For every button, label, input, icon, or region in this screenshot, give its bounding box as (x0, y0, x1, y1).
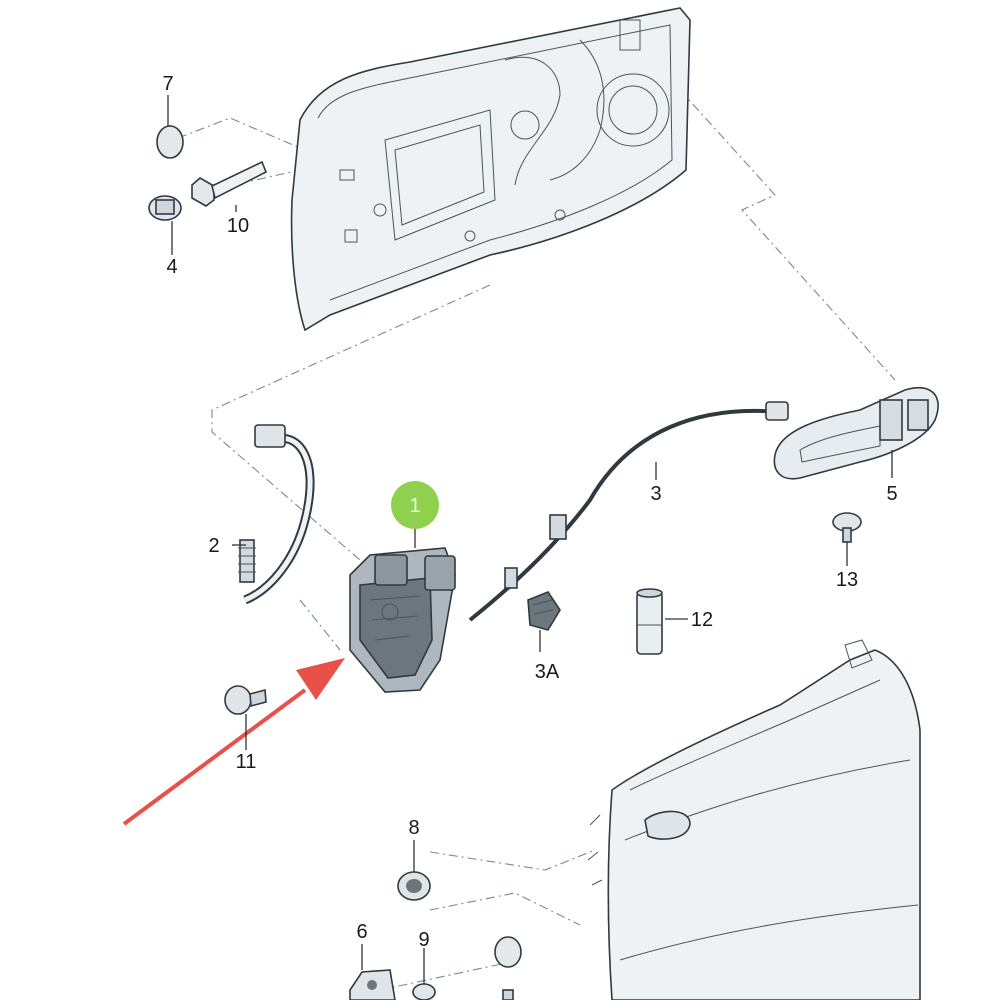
part-5-handle (773, 386, 939, 480)
part-1-lock-actuator (349, 547, 456, 693)
callout-8: 8 (408, 817, 419, 839)
callout-2: 2 (208, 535, 219, 557)
leader-lines (167, 95, 893, 984)
highlight-badge (391, 481, 439, 529)
part-10-bolt (191, 160, 268, 207)
part-11-screw (224, 685, 267, 715)
part-7-cap (156, 125, 184, 159)
part-4-clip (148, 195, 182, 221)
part-2-harness (238, 424, 315, 605)
door-inner-panel (290, 7, 691, 332)
callout-9: 9 (418, 929, 429, 951)
callout-6: 6 (356, 921, 367, 943)
part-3a-bracket (527, 591, 561, 631)
part-6-striker (349, 969, 396, 1000)
callout-3a: 3A (535, 661, 560, 683)
part-12-pin (636, 588, 663, 655)
callout-4: 4 (166, 256, 177, 278)
pointer-arrow (122, 658, 345, 826)
callout-13: 13 (836, 569, 858, 591)
part-9-screw (412, 983, 436, 1000)
callout-10: 10 (227, 215, 249, 237)
callout-1: 1 (409, 495, 420, 517)
callout-11: 11 (236, 751, 257, 773)
part-13-screw (832, 512, 862, 543)
part-3-cable (468, 401, 789, 622)
part-8-grommet (397, 871, 431, 901)
callout-7: 7 (162, 73, 173, 95)
assembly-lines (177, 89, 896, 991)
door-outer-panel (587, 639, 921, 1000)
part-cap-lower (494, 936, 522, 968)
callout-12: 12 (691, 609, 713, 631)
callout-5: 5 (886, 483, 897, 505)
part-cap-lower-stem (502, 989, 514, 1000)
callout-3: 3 (650, 483, 661, 505)
